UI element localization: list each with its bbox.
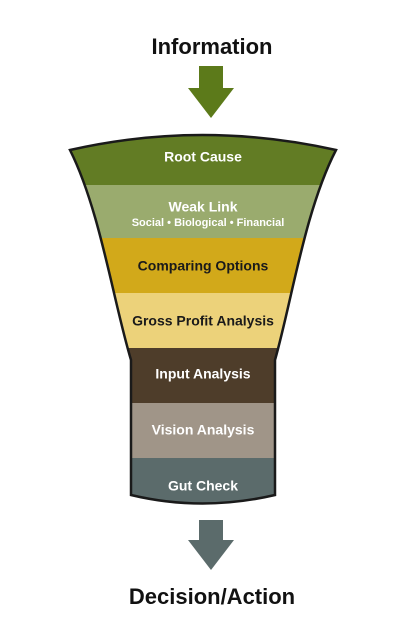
- stage-label: Vision Analysis: [152, 422, 255, 438]
- bottom-arrow-icon: [188, 520, 234, 570]
- stage-label: Comparing Options: [138, 258, 269, 274]
- stage-sublabel: Social • Biological • Financial: [132, 217, 285, 229]
- stage-label: Weak Link: [169, 199, 238, 215]
- stage-label: Gross Profit Analysis: [132, 313, 274, 329]
- funnel-band-2: [70, 185, 336, 238]
- funnel-outline: [68, 133, 338, 505]
- top-arrow-icon: [188, 66, 234, 118]
- stage-label: Root Cause: [164, 149, 242, 165]
- top-label: Information: [152, 34, 273, 59]
- funnel-band-1: [70, 135, 336, 185]
- stage-label: Gut Check: [168, 478, 238, 494]
- bottom-label: Decision/Action: [129, 584, 295, 609]
- stage-label: Input Analysis: [155, 366, 250, 382]
- funnel-band-3: [70, 238, 336, 293]
